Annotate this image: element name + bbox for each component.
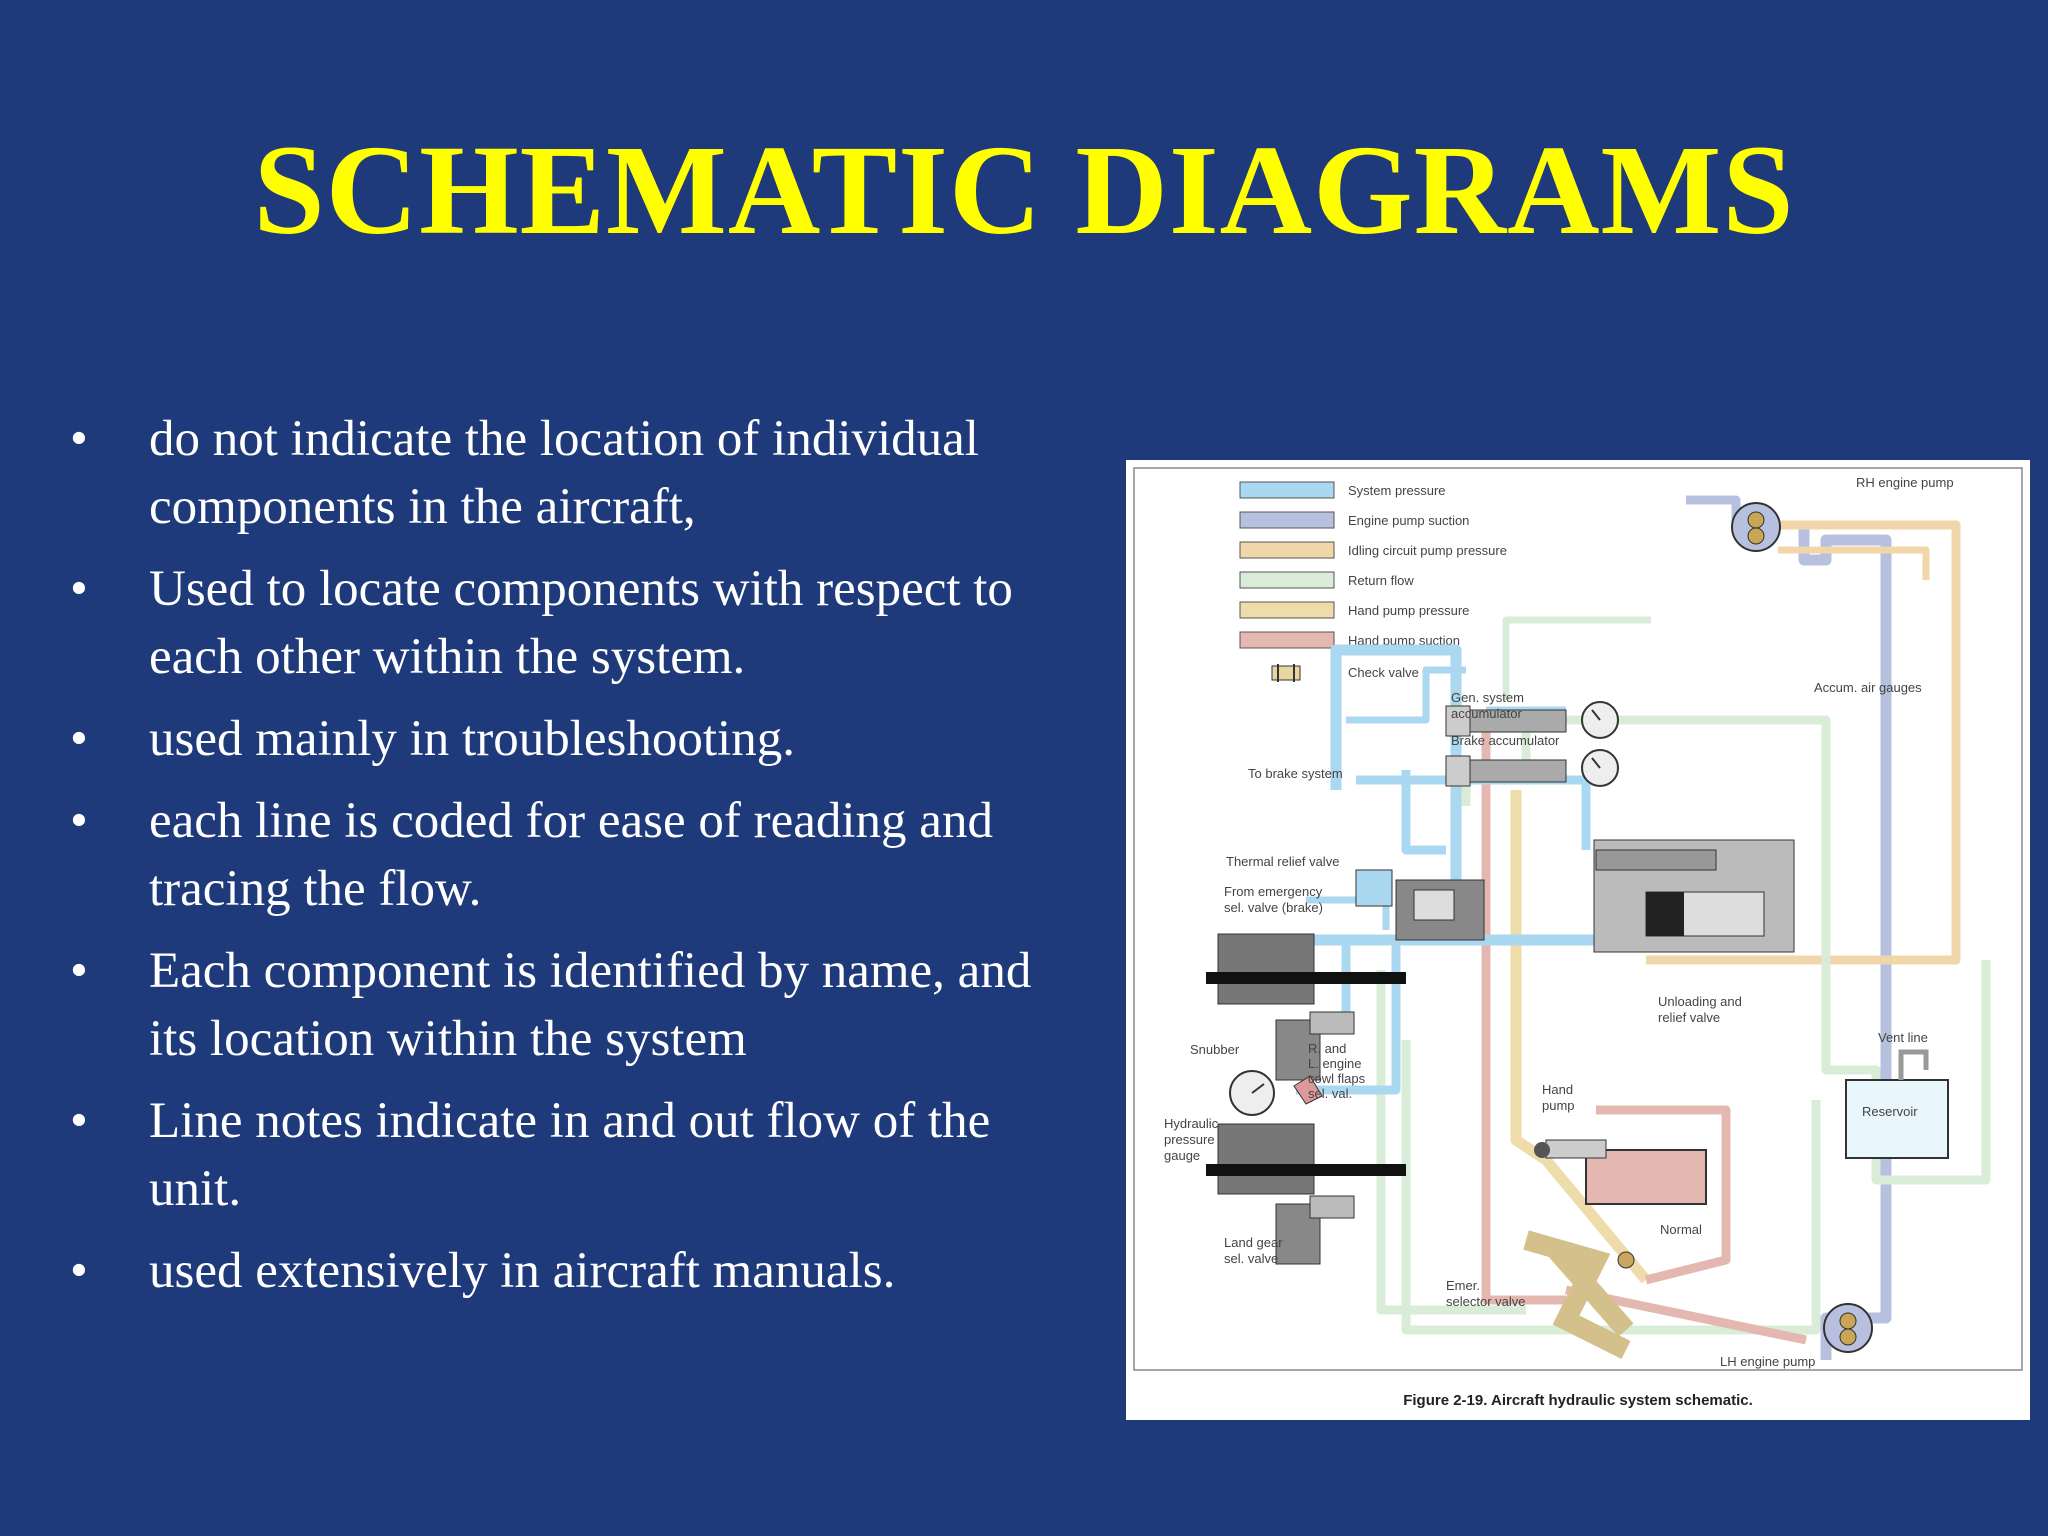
- reservoir: [1845, 1049, 1949, 1159]
- bullet-item: • Line notes indicate in and out flow of …: [70, 1087, 1090, 1223]
- label-land-gear-valve: Land gear: [1224, 1235, 1283, 1250]
- legend-swatch-hand-pump-suction: [1239, 631, 1335, 649]
- slide-title: SCHEMATIC DIAGRAMS: [253, 119, 1795, 261]
- label-cowl-flaps: sel. val.: [1308, 1086, 1352, 1101]
- figure-caption: Figure 2-19. Aircraft hydraulic system s…: [1403, 1392, 1753, 1409]
- legend-label: Hand pump suction: [1348, 633, 1460, 648]
- bullet-dot: •: [70, 711, 88, 767]
- pipe-network: [1296, 495, 1991, 1360]
- bullet-item: • used extensively in aircraft manuals.: [70, 1237, 1090, 1305]
- bullet-item: • each line is coded for ease of reading …: [70, 787, 1090, 923]
- label-hydraulic-gauge: Hydraulic: [1164, 1116, 1219, 1131]
- legend-swatch-system-pressure: [1239, 481, 1335, 499]
- label-cowl-flaps: L. engine: [1308, 1056, 1362, 1071]
- snubber-icon: [1293, 1075, 1323, 1105]
- label-emer-selector: Emer.: [1446, 1278, 1480, 1293]
- label-emer-selector: selector valve: [1446, 1294, 1525, 1309]
- bullet-dot: •: [70, 561, 88, 617]
- bullet-dot: •: [70, 411, 88, 467]
- check-valve-icon: [1271, 664, 1301, 682]
- emergency-selector-valve: [1523, 1230, 1635, 1359]
- legend-swatch-engine-pump-suction: [1239, 511, 1335, 529]
- label-hand-pump: pump: [1542, 1098, 1575, 1113]
- label-accum-air-gauges: Accum. air gauges: [1814, 680, 1922, 695]
- legend: System pressure Engine pump suction Idli…: [1239, 481, 1507, 682]
- label-thermal-relief-valve: Thermal relief valve: [1226, 854, 1339, 869]
- bullet-dot: •: [70, 1093, 88, 1149]
- legend-label: System pressure: [1348, 483, 1446, 498]
- label-from-emergency: From emergency: [1224, 884, 1323, 899]
- legend-label: Hand pump pressure: [1348, 603, 1469, 618]
- rh-engine-pump-icon: [1731, 502, 1781, 552]
- label-hydraulic-gauge: gauge: [1164, 1148, 1200, 1163]
- schematic-drawing: System pressure Engine pump suction Idli…: [1133, 467, 2023, 1371]
- label-reservoir: Reservoir: [1862, 1104, 1918, 1119]
- legend-swatch-idling-circuit: [1239, 541, 1335, 559]
- label-cowl-flaps: cowl flaps: [1308, 1071, 1366, 1086]
- label-gen-accum: accumulator: [1451, 706, 1522, 721]
- legend-swatch-return-flow: [1239, 571, 1335, 589]
- bullet-item: • Used to locate components with respect …: [70, 555, 1090, 691]
- label-normal: Normal: [1660, 1222, 1702, 1237]
- bullet-text: do not indicate the location of individu…: [149, 411, 979, 535]
- label-snubber: Snubber: [1190, 1042, 1240, 1057]
- unloading-relief-valve: [1593, 839, 1795, 953]
- label-unloading-valve: relief valve: [1658, 1010, 1720, 1025]
- bullet-text: Used to locate components with respect t…: [149, 561, 1013, 685]
- bullet-text: Each component is identified by name, an…: [149, 943, 1032, 1067]
- bullet-dot: •: [70, 1243, 88, 1299]
- legend-label: Return flow: [1348, 573, 1414, 588]
- label-land-gear-valve: sel. valve: [1224, 1251, 1278, 1266]
- thermal-relief-valve: [1355, 869, 1485, 941]
- lh-engine-pump-icon: [1823, 1303, 1873, 1353]
- bullet-item: • Each component is identified by name, a…: [70, 937, 1090, 1073]
- bullet-text: Line notes indicate in and out flow of t…: [149, 1093, 991, 1217]
- bullet-text: used extensively in aircraft manuals.: [149, 1243, 896, 1299]
- bullet-item: • do not indicate the location of individ…: [70, 405, 1090, 541]
- label-brake-accumulator: Brake accumulator: [1451, 733, 1560, 748]
- label-rh-engine-pump: RH engine pump: [1856, 475, 1954, 490]
- land-gear-valve: [1206, 1123, 1406, 1265]
- label-hydraulic-gauge: pressure: [1164, 1132, 1215, 1147]
- bullet-dot: •: [70, 943, 88, 999]
- label-from-emergency: sel. valve (brake): [1224, 900, 1323, 915]
- label-vent-line: Vent line: [1878, 1030, 1928, 1045]
- hydraulic-schematic-figure: System pressure Engine pump suction Idli…: [1126, 460, 2030, 1420]
- label-lh-engine-pump: LH engine pump: [1720, 1354, 1815, 1369]
- hand-pump: [1534, 1139, 1707, 1205]
- legend-label-check-valve: Check valve: [1348, 665, 1419, 680]
- legend-swatch-hand-pump-pressure: [1239, 601, 1335, 619]
- schematic-labels: RH engine pump Accum. air gauges Gen. sy…: [1164, 475, 1954, 1369]
- legend-label: Engine pump suction: [1348, 513, 1469, 528]
- label-hand-pump: Hand: [1542, 1082, 1573, 1097]
- label-gen-accum: Gen. system: [1451, 690, 1524, 705]
- bullet-dot: •: [70, 793, 88, 849]
- bullet-text: used mainly in troubleshooting.: [149, 711, 795, 767]
- label-to-brake-system: To brake system: [1248, 766, 1343, 781]
- bullet-text: each line is coded for ease of reading a…: [149, 793, 993, 917]
- label-cowl-flaps: R. and: [1308, 1041, 1346, 1056]
- bullet-item: • used mainly in troubleshooting.: [70, 705, 1090, 773]
- legend-label: Idling circuit pump pressure: [1348, 543, 1507, 558]
- accumulators: [1445, 701, 1619, 787]
- cowl-flap-valve: [1206, 933, 1406, 1081]
- bullet-list: • do not indicate the location of individ…: [70, 405, 1090, 1319]
- label-unloading-valve: Unloading and: [1658, 994, 1742, 1009]
